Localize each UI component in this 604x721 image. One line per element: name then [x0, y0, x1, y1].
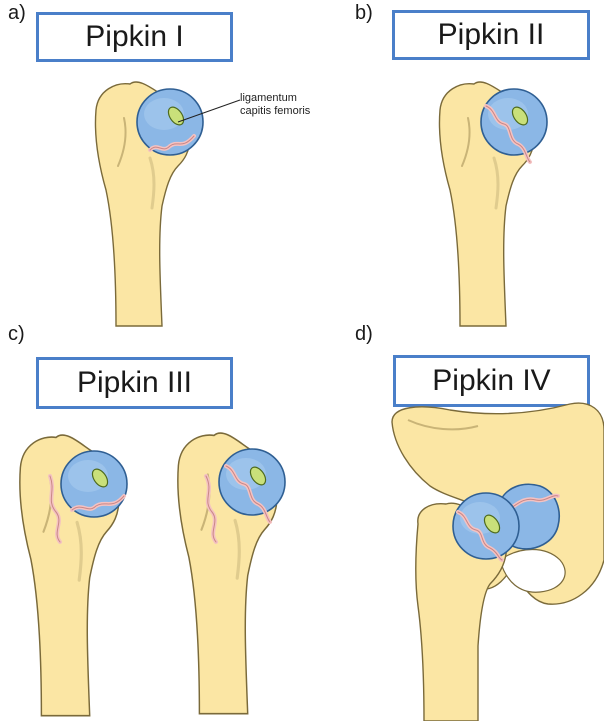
ligament-annotation: ligamentum capitis femoris	[240, 92, 310, 118]
title-pipkin-2: Pipkin II	[392, 10, 590, 60]
title-pipkin-4: Pipkin IV	[393, 355, 590, 407]
panel-label-c: c)	[8, 323, 25, 345]
annotation-leader-line	[177, 99, 241, 123]
annotation-line-1: ligamentum	[240, 92, 297, 104]
femur-pipkin-3-right	[176, 431, 286, 716]
title-pipkin-3: Pipkin III	[36, 357, 233, 409]
panel-label-d: d)	[355, 323, 373, 345]
annotation-line-2: capitis femoris	[240, 105, 311, 117]
femur-pipkin-4	[414, 492, 520, 721]
femur-pipkin-3-left	[18, 433, 128, 718]
femur-pipkin-2	[437, 80, 548, 328]
title-pipkin-1: Pipkin I	[36, 12, 233, 62]
femur-pipkin-1	[93, 80, 204, 328]
panel-label-a: a)	[8, 2, 26, 24]
panel-label-b: b)	[355, 2, 373, 24]
